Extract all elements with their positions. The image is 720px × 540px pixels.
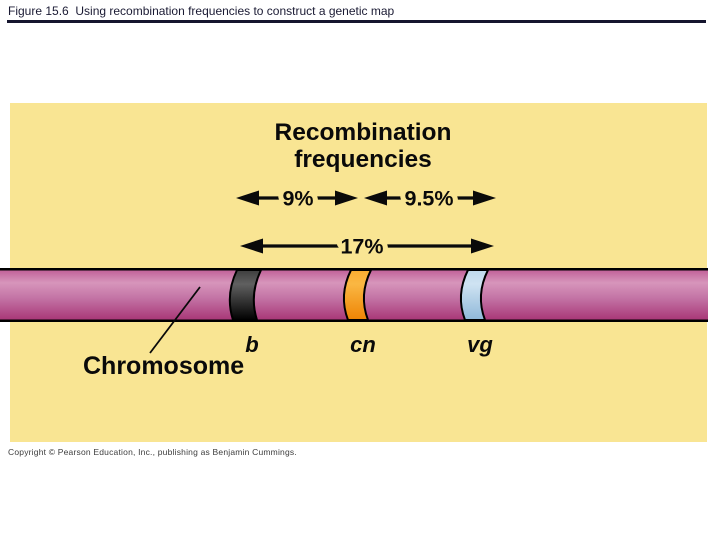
title-divider	[7, 20, 706, 23]
interval-arrow-b-vg: 17%	[240, 230, 494, 264]
gene-band-cn	[342, 269, 373, 321]
arrowhead-right-icon	[335, 190, 358, 206]
gene-label-b: b	[245, 332, 258, 357]
interval-arrow-b-cn: 9%	[236, 182, 358, 216]
chromosome-leader-line	[149, 286, 201, 354]
arrowhead-left-icon	[240, 238, 263, 254]
figure-title: Figure 15.6 Using recombination frequenc…	[8, 4, 395, 18]
gene-band-b	[228, 269, 263, 321]
copyright-text: Copyright © Pearson Education, Inc., pub…	[8, 447, 297, 457]
arrowhead-left-icon	[364, 190, 387, 206]
heading-line2: frequencies	[294, 146, 432, 173]
interval-label-cn-vg: 9.5%	[404, 187, 453, 211]
chromosome-bar	[0, 268, 708, 322]
arrowhead-left-icon	[236, 190, 259, 206]
gene-label-cn: cn	[350, 332, 376, 357]
interval-label-b-cn: 9%	[282, 187, 313, 211]
gene-label-vg: vg	[467, 332, 493, 357]
chromosome-label: Chromosome	[83, 352, 244, 380]
arrowhead-right-icon	[473, 190, 496, 206]
arrowhead-right-icon	[471, 238, 494, 254]
interval-label-b-vg: 17%	[340, 235, 383, 259]
interval-arrow-cn-vg: 9.5%	[364, 182, 496, 216]
heading-line1: Recombination	[275, 119, 452, 146]
gene-band-vg	[459, 269, 490, 321]
